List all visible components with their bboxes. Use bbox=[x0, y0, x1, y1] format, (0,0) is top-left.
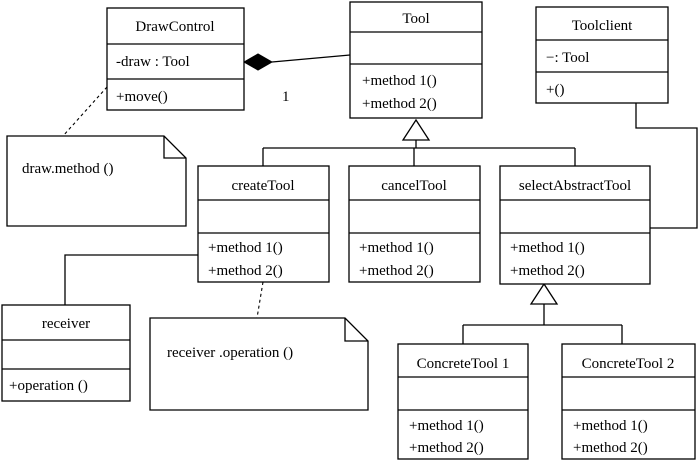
aggregation-line bbox=[271, 54, 351, 63]
receiver-note-anchor bbox=[256, 281, 264, 319]
class-attribute: −: Tool bbox=[546, 50, 589, 66]
draw-note-text: draw.method () bbox=[22, 161, 114, 177]
receiver-association-line bbox=[64, 254, 198, 305]
receiver-note: receiver .operation () bbox=[149, 317, 369, 411]
class-name: ConcreteTool 1 bbox=[417, 356, 510, 372]
class-operation: +method 2() bbox=[573, 440, 648, 456]
class-operation: +method 2() bbox=[409, 440, 484, 456]
class-name: cancelTool bbox=[381, 178, 447, 194]
class-canceltool: cancelTool +method 1() +method 2() bbox=[348, 165, 481, 283]
class-name: receiver bbox=[42, 316, 90, 332]
class-operation: +method 1() bbox=[359, 240, 434, 256]
draw-note: draw.method () bbox=[6, 135, 187, 227]
class-name: Toolclient bbox=[572, 18, 633, 34]
aggregation-diamond-icon bbox=[242, 53, 274, 71]
class-operation: +method 2() bbox=[359, 263, 434, 279]
class-concretetool1: ConcreteTool 1 +method 1() +method 2() bbox=[397, 343, 529, 460]
class-operation: +method 2() bbox=[510, 263, 585, 279]
class-operation: +move() bbox=[116, 89, 168, 105]
class-operation: +method 1() bbox=[573, 418, 648, 434]
class-name: createTool bbox=[231, 178, 294, 194]
class-operation: +method 1() bbox=[510, 240, 585, 256]
generalization-triangle-icon-2 bbox=[529, 282, 559, 305]
class-operation: +method 1() bbox=[362, 73, 437, 89]
class-operation: +method 1() bbox=[208, 240, 283, 256]
class-name: selectAbstractTool bbox=[519, 178, 631, 194]
class-tool: Tool +method 1() +method 2() bbox=[349, 1, 483, 119]
multiplicity-label: 1 bbox=[282, 89, 290, 105]
class-attribute: -draw : Tool bbox=[116, 54, 190, 70]
class-selectabstracttool: selectAbstractTool +method 1() +method 2… bbox=[499, 165, 651, 285]
class-createtool: createTool +method 1() +method 2() bbox=[197, 165, 330, 283]
draw-note-anchor bbox=[62, 86, 108, 137]
class-name: ConcreteTool 2 bbox=[582, 356, 675, 372]
class-operation: +method 2() bbox=[208, 263, 283, 279]
class-toolclient: Toolclient −: Tool +() bbox=[535, 6, 669, 104]
class-concretetool2: ConcreteTool 2 +method 1() +method 2() bbox=[561, 343, 696, 460]
class-operation: +method 2() bbox=[362, 96, 437, 112]
receiver-note-text: receiver .operation () bbox=[167, 345, 293, 361]
class-receiver: receiver +operation () bbox=[1, 304, 131, 402]
class-name: Tool bbox=[402, 11, 429, 27]
generalization-triangle-icon bbox=[401, 118, 431, 141]
class-operation: +method 1() bbox=[409, 418, 484, 434]
class-drawcontrol: DrawControl -draw : Tool +move() bbox=[106, 7, 245, 111]
class-operation: +() bbox=[546, 82, 564, 98]
class-operation: +operation () bbox=[9, 378, 88, 394]
class-name: DrawControl bbox=[135, 19, 214, 35]
toolclient-association-line bbox=[635, 103, 698, 229]
